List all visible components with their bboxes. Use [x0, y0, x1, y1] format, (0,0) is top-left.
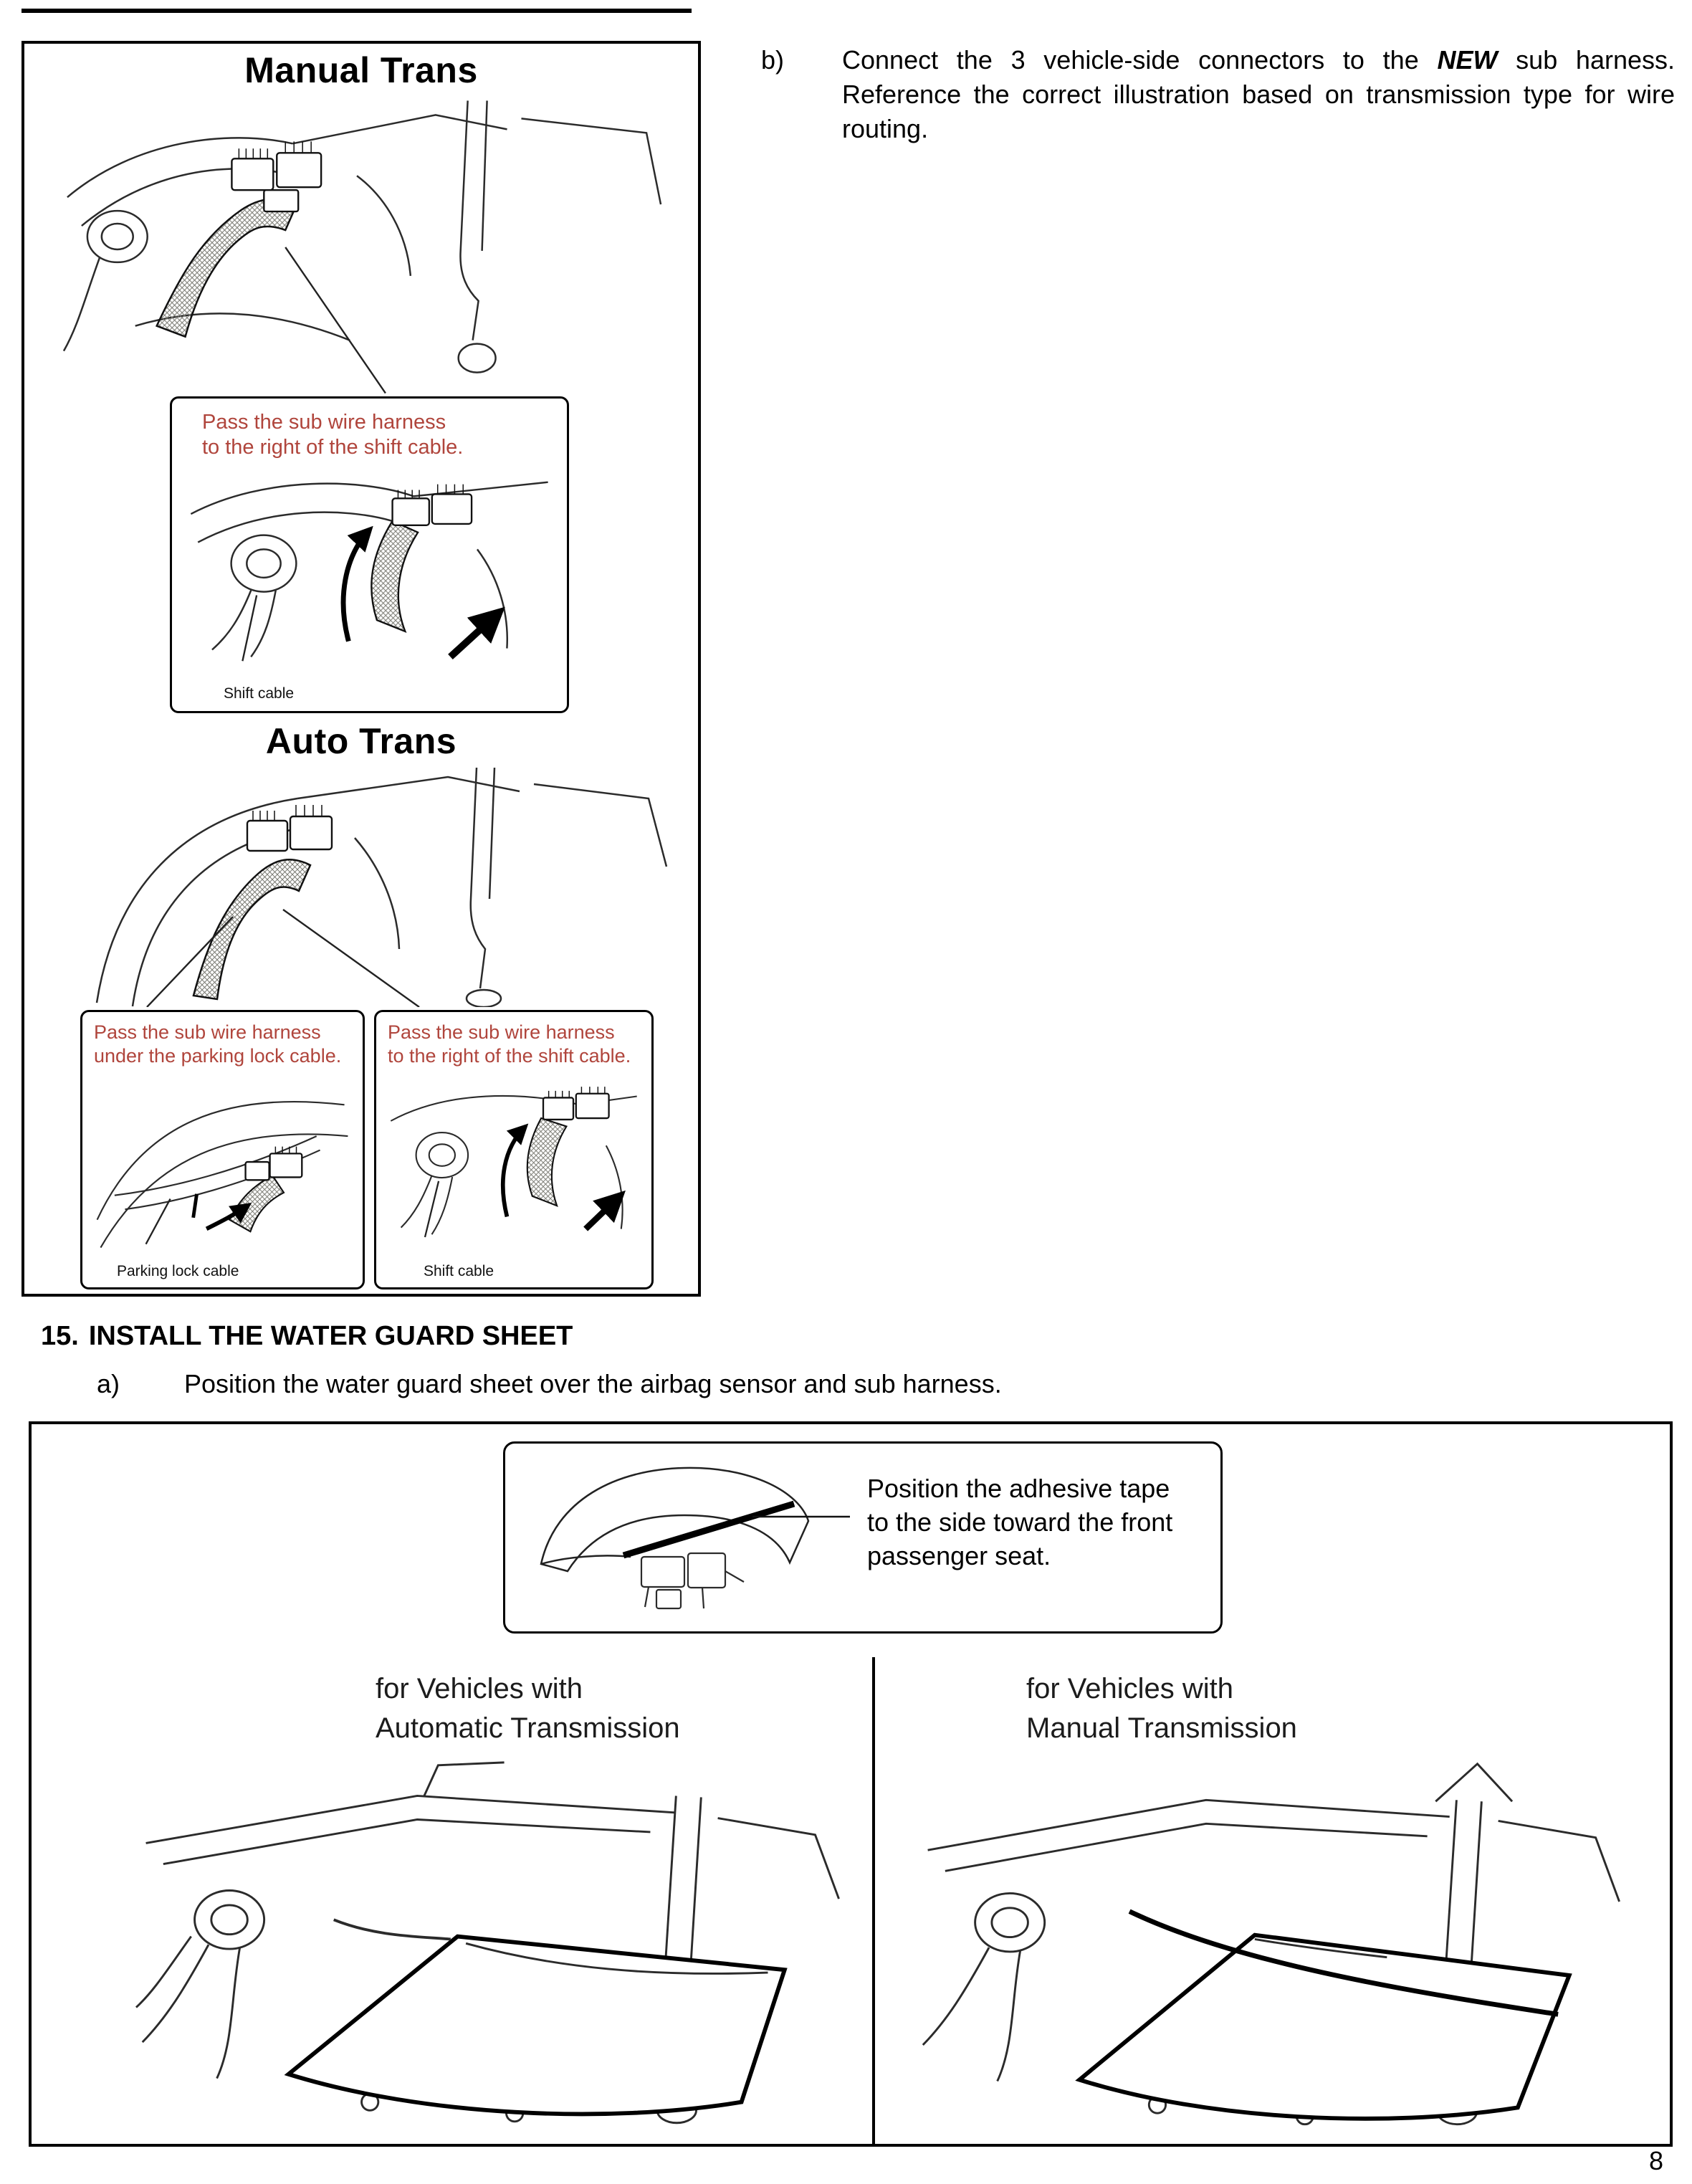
routing-arrow-curved — [205, 1202, 252, 1231]
parking-lock-leader — [145, 1198, 171, 1245]
thick-harness-cable — [1128, 1909, 1559, 2017]
parking-lock-illustration — [87, 1069, 358, 1257]
transmission-routing-panel: Manual Trans — [21, 41, 701, 1297]
step-a-marker: a) — [97, 1369, 120, 1398]
auto-shift-drawing — [390, 1087, 637, 1238]
right-callout-leader — [282, 909, 420, 1007]
sub-harness-band — [155, 198, 297, 338]
sheet-edge-wire — [465, 1942, 768, 1975]
step-15-heading: 15. INSTALL THE WATER GUARD SHEET — [41, 1321, 573, 1352]
column-divider — [872, 1657, 875, 2144]
routing-arrow-curved — [500, 1123, 529, 1218]
manual-callout-illustration — [176, 464, 563, 677]
step-a-text: Position the water guard sheet over the … — [184, 1369, 1002, 1398]
parking-lock-cable-label: Parking lock cable — [117, 1263, 239, 1279]
header-rule — [21, 9, 692, 13]
adhesive-tape-note-box: Position the adhesive tape to the side t… — [503, 1441, 1223, 1634]
step-b-marker: b) — [761, 45, 785, 75]
routing-arrow-straight — [448, 606, 505, 660]
water-guard-sheet-drawing — [540, 1467, 850, 1610]
auto-shift-callout: Pass the sub wire harness to the right o… — [374, 1010, 654, 1289]
step-b-text: Connect the 3 vehicle-side connectors to… — [842, 43, 1675, 146]
manual-install-illustration — [886, 1760, 1665, 2141]
adhesive-tape-note: Position the adhesive tape to the side t… — [867, 1474, 1173, 1570]
connector-teeth — [274, 1146, 297, 1154]
manual-install-drawing — [922, 1762, 1620, 2126]
auto-trans-drawing — [95, 767, 668, 1007]
parking-lock-drawing — [96, 1100, 348, 1249]
auto-install-illustration — [125, 1760, 863, 2141]
manual-shift-callout: Pass the sub wire harness to the right o… — [170, 396, 569, 713]
connector-teeth — [238, 141, 312, 159]
manual-trans-title: Manual Trans — [244, 50, 478, 90]
auto-trans-title: Auto Trans — [265, 721, 457, 761]
guard-sheet-canopy — [540, 1467, 810, 1573]
harness-wire — [333, 1918, 451, 1941]
step-15-title: INSTALL THE WATER GUARD SHEET — [88, 1321, 573, 1351]
shift-cable-label: Shift cable — [224, 685, 295, 702]
parking-lock-note: Pass the sub wire harness under the park… — [94, 1021, 342, 1067]
routing-tick — [191, 1193, 199, 1219]
water-guard-sheet-outline — [284, 1934, 788, 2117]
floor-structure-lines — [135, 1761, 840, 2125]
routing-arrow-straight — [583, 1190, 626, 1231]
callout-leader-line — [285, 247, 386, 394]
water-guard-sheet-illustration — [515, 1449, 854, 1627]
auto-trans-illustration — [44, 759, 679, 1007]
floor-lines — [96, 1100, 348, 1249]
auto-install-drawing — [135, 1761, 840, 2125]
step-b: b) Connect the 3 vehicle-side connectors… — [761, 43, 1675, 146]
routing-arrow-curved — [340, 525, 373, 642]
sheet-edge-wire — [1254, 1938, 1387, 1959]
manual-column-heading: for Vehicles with Manual Transmission — [1026, 1673, 1297, 1745]
shift-cable-label: Shift cable — [424, 1263, 494, 1279]
connector-teeth — [252, 805, 322, 821]
sensor-parts — [640, 1552, 745, 1610]
floor-lines — [190, 481, 548, 658]
left-callout-leader — [146, 916, 234, 1007]
sub-harness-band — [526, 1117, 568, 1207]
step-b-emphasis: NEW — [1437, 45, 1498, 75]
harness-connectors — [244, 1153, 303, 1181]
sheet-hem — [540, 1555, 631, 1565]
page-number: 8 — [1648, 2146, 1663, 2175]
auto-column-heading: for Vehicles with Automatic Transmission — [376, 1673, 680, 1745]
floor-structure-lines — [62, 100, 662, 373]
manual-callout-note: Pass the sub wire harness to the right o… — [202, 411, 464, 459]
step-b-text-after: sub harness. Reference the correct illus… — [842, 45, 1676, 143]
manual-callout-drawing — [190, 481, 548, 662]
harness-connectors — [391, 493, 473, 527]
water-guard-panel: Position the adhesive tape to the side t… — [29, 1421, 1673, 2147]
sub-harness-band — [371, 520, 419, 633]
connector-teeth — [548, 1087, 606, 1098]
parking-lock-callout: Pass the sub wire harness under the park… — [80, 1010, 365, 1289]
floor-lines — [390, 1095, 637, 1235]
water-guard-sheet-outline — [1075, 1932, 1572, 2121]
step-15-number: 15. — [41, 1321, 79, 1351]
harness-connectors — [231, 152, 322, 213]
manual-trans-illustration — [49, 90, 671, 394]
harness-connectors — [542, 1092, 610, 1121]
sub-harness-band — [228, 1175, 285, 1233]
adhesive-tape-strip — [622, 1500, 795, 1559]
shift-cable-leader — [242, 595, 258, 662]
manual-trans-drawing — [62, 100, 662, 394]
auto-shift-illustration — [381, 1069, 647, 1257]
sub-harness-band — [192, 859, 312, 1001]
shift-cable-leader — [424, 1181, 440, 1238]
auto-shift-note: Pass the sub wire harness to the right o… — [388, 1021, 631, 1067]
connector-teeth — [397, 484, 464, 499]
harness-connectors — [246, 815, 333, 852]
step-b-text-before: Connect the 3 vehicle-side connectors to… — [842, 45, 1438, 75]
step-a: a) Position the water guard sheet over t… — [97, 1369, 1002, 1399]
